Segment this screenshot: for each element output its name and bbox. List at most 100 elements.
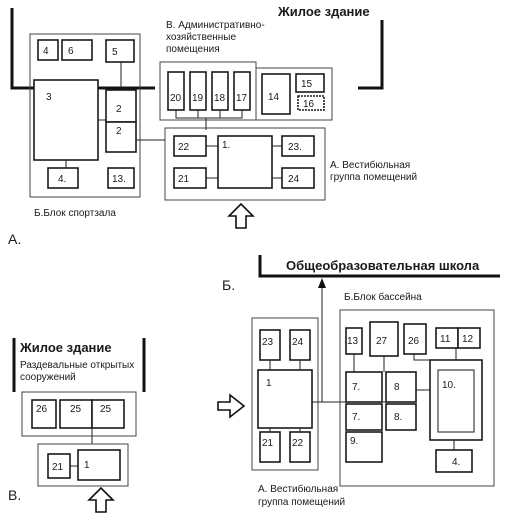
plan-a-room-17 bbox=[233, 71, 251, 111]
plan-c-room-25-right-number: 25 bbox=[100, 404, 112, 415]
plan-a-room-13-number: 13. bbox=[112, 174, 126, 185]
plan-b: Общеобразовательная школа Б. Б.Блок басс… bbox=[217, 255, 500, 508]
plan-a-lobby-connectors bbox=[136, 139, 282, 179]
plan-a-room-5-number: 5 bbox=[112, 47, 118, 58]
plan-c-room-1 bbox=[77, 449, 121, 481]
plan-b-letter: Б. bbox=[222, 277, 235, 293]
plan-c-lobby-zone bbox=[37, 443, 129, 487]
plan-b-room-24-number: 24 bbox=[292, 337, 304, 348]
plan-b-room-7-upper-number: 7. bbox=[352, 382, 360, 393]
plan-c-rooms-label-line1: Раздевальные открытых bbox=[20, 360, 134, 371]
plan-b-room-7-lower bbox=[345, 403, 383, 431]
plan-a-room-21-number: 21 bbox=[178, 174, 190, 185]
plan-b-pool-label: Б.Блок бассейна bbox=[344, 291, 422, 303]
plan-a-gym-connectors bbox=[65, 62, 122, 168]
plan-b-pool-zone bbox=[339, 309, 495, 487]
plan-a-building-label: Жилое здание bbox=[277, 4, 370, 19]
plan-a-room-14 bbox=[261, 73, 291, 115]
plan-b-room-9-number: 9. bbox=[350, 436, 358, 447]
plan-c-room-25-left-number: 25 bbox=[70, 404, 82, 415]
plan-a-room-4-top-number: 4 bbox=[43, 46, 49, 57]
plan-b-lobby-label-line2: группа помещений bbox=[258, 497, 345, 508]
plan-b-lobby-zone bbox=[251, 317, 319, 471]
plan-a-service-zone bbox=[255, 67, 333, 121]
plan-b-room-8-lower-number: 8. bbox=[394, 412, 402, 423]
plan-c: Жилое здание Раздевальные открытых соору… bbox=[8, 338, 146, 513]
plan-b-pool-basin bbox=[437, 369, 475, 433]
plan-a-entrance-up-arrow-icon bbox=[227, 202, 255, 229]
plan-a-room-2-lower bbox=[105, 121, 137, 153]
plan-a-admin-connectors bbox=[175, 110, 243, 130]
plan-a-room-19-number: 19 bbox=[192, 93, 204, 104]
plan-a-room-4-top bbox=[37, 39, 59, 61]
plan-b-room-27 bbox=[369, 321, 399, 357]
plan-a-lobby-label-line1: А. Вестибюльная bbox=[330, 159, 410, 171]
plan-a-room-24-number: 24 bbox=[288, 174, 300, 185]
plan-a-room-22-number: 22 bbox=[178, 142, 190, 153]
plan-c-room-26-number: 26 bbox=[36, 404, 48, 415]
plan-a-room-13 bbox=[107, 167, 135, 189]
plan-a-letter: А. bbox=[8, 231, 21, 247]
plan-a-admin-label-line2: хозяйственные bbox=[166, 32, 236, 43]
plan-b-school-label: Общеобразовательная школа bbox=[286, 258, 480, 273]
plan-b-lobby-label-line1: А. Вестибюльная bbox=[258, 483, 338, 495]
plan-a-lobby-zone bbox=[164, 127, 326, 201]
plan-b-room-4-number: 4. bbox=[452, 457, 460, 468]
plan-c-rooms-label-line2: сооружений bbox=[20, 372, 76, 383]
plan-b-school-wall bbox=[258, 255, 500, 278]
plan-b-room-8-upper-number: 8 bbox=[394, 382, 400, 393]
plan-c-building-label: Жилое здание bbox=[19, 340, 112, 355]
plan-b-room-1-number: 1 bbox=[266, 378, 272, 389]
plan-c-room-25-right bbox=[91, 399, 125, 429]
plan-a-room-6-number: 6 bbox=[68, 46, 74, 57]
plan-a-room-3-number: 3 bbox=[46, 92, 52, 103]
plan-c-changing-zone bbox=[21, 391, 137, 437]
plan-a-gym-label: Б.Блок спортзала bbox=[34, 208, 116, 219]
plan-b-room-10-number: 10. bbox=[442, 380, 456, 391]
plan-a-room-2-upper bbox=[105, 89, 137, 123]
plan-a-room-2-lower-number: 2 bbox=[116, 126, 122, 137]
plan-c-entrance-up-arrow-icon bbox=[87, 486, 115, 513]
plan-b-room-26-number: 26 bbox=[408, 336, 420, 347]
plan-a-room-17-number: 17 bbox=[236, 93, 248, 104]
plan-a-residential-wall bbox=[10, 8, 155, 90]
plan-b-room-26 bbox=[403, 323, 427, 355]
plan-a-room-20-number: 20 bbox=[170, 93, 182, 104]
plan-a-room-6 bbox=[61, 39, 93, 61]
plan-a-room-5 bbox=[105, 39, 135, 63]
plan-c-room-26 bbox=[31, 399, 57, 429]
plan-b-room-8-upper bbox=[385, 371, 417, 403]
plan-a-admin-label-line1: В. Административно- bbox=[166, 20, 265, 31]
plan-a-room-14-number: 14 bbox=[268, 92, 280, 103]
plan-b-room-27-number: 27 bbox=[376, 336, 388, 347]
plan-a-room-19 bbox=[189, 71, 207, 111]
plan-b-room-1-lobby bbox=[257, 369, 313, 429]
plan-a-room-15-number: 15 bbox=[301, 79, 313, 90]
plan-a-room-3-gym bbox=[33, 79, 99, 161]
plan-a-room-1-lobby bbox=[217, 135, 273, 189]
plan-c-room-1-number: 1 bbox=[84, 460, 90, 471]
plan-b-room-9 bbox=[345, 431, 383, 463]
plan-a-room-15 bbox=[295, 73, 325, 93]
plan-c-room-21-number: 21 bbox=[52, 462, 64, 473]
plan-b-room-21-number: 21 bbox=[262, 438, 274, 449]
plan-b-lobby-connectors bbox=[269, 360, 346, 432]
plan-a-residential-wall-right bbox=[358, 20, 384, 90]
plan-c-residential-walls bbox=[12, 338, 146, 392]
plan-a-room-4-bottom bbox=[47, 167, 79, 189]
plan-b-room-23-number: 23 bbox=[262, 337, 274, 348]
plan-a-room-18-number: 18 bbox=[214, 93, 226, 104]
plan-b-room-8-lower bbox=[385, 403, 417, 431]
plan-b-pool-connectors bbox=[353, 348, 457, 450]
plan-a-admin-label-line3: помещения bbox=[166, 44, 220, 55]
plan-a: Жилое здание В. Административно- хозяйст… bbox=[8, 4, 417, 247]
plan-b-room-12-number: 12 bbox=[462, 334, 474, 345]
plan-b-link-up-arrow-icon bbox=[318, 278, 326, 288]
plan-a-lobby-label-line2: группа помещений bbox=[330, 172, 417, 183]
plan-a-room-4-bottom-number: 4. bbox=[58, 174, 66, 185]
plan-b-room-13-number: 13 bbox=[347, 336, 359, 347]
plan-a-room-18 bbox=[211, 71, 229, 111]
plan-b-room-11-number: 11 bbox=[440, 334, 451, 345]
plan-b-room-22-number: 22 bbox=[292, 438, 304, 449]
